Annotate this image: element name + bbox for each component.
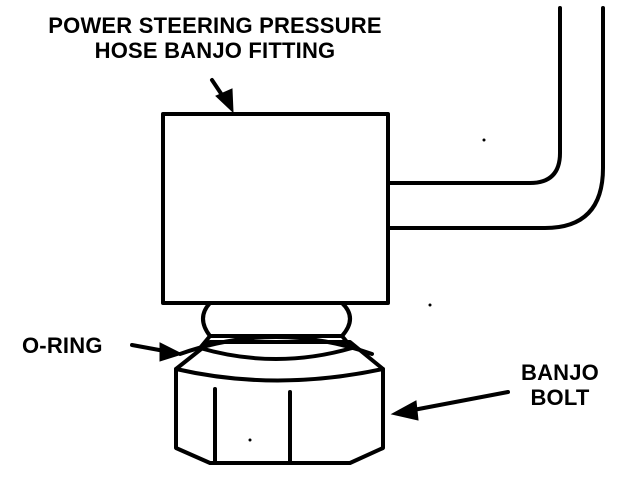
fitting-label-line2: HOSE BANJO FITTING bbox=[94, 38, 336, 63]
speck bbox=[248, 438, 252, 442]
banjo-fitting-body bbox=[161, 112, 390, 305]
hose-tube-outer bbox=[388, 6, 605, 230]
bolt-label-line1: BANJO bbox=[520, 360, 599, 385]
bolt-arrow-head bbox=[390, 400, 419, 421]
oring-label: O-RING bbox=[22, 333, 103, 358]
speck bbox=[428, 303, 432, 307]
hose-tube bbox=[388, 6, 562, 185]
bolt-label: BANJO BOLT bbox=[500, 360, 620, 410]
fitting-label-line1: POWER STEERING PRESSURE bbox=[48, 13, 382, 38]
fitting-arrow-head bbox=[215, 88, 234, 114]
oring-arrow-head bbox=[159, 342, 184, 362]
bolt-collar bbox=[201, 301, 352, 338]
bolt-label-line2: BOLT bbox=[530, 385, 590, 410]
fitting-label: POWER STEERING PRESSURE HOSE BANJO FITTI… bbox=[10, 13, 420, 63]
bolt-hex-top bbox=[174, 367, 385, 383]
bolt-collar-ring bbox=[198, 346, 354, 361]
speck bbox=[482, 138, 486, 142]
bolt-hex-head bbox=[174, 340, 385, 465]
bolt-arrow-shaft bbox=[406, 390, 510, 413]
